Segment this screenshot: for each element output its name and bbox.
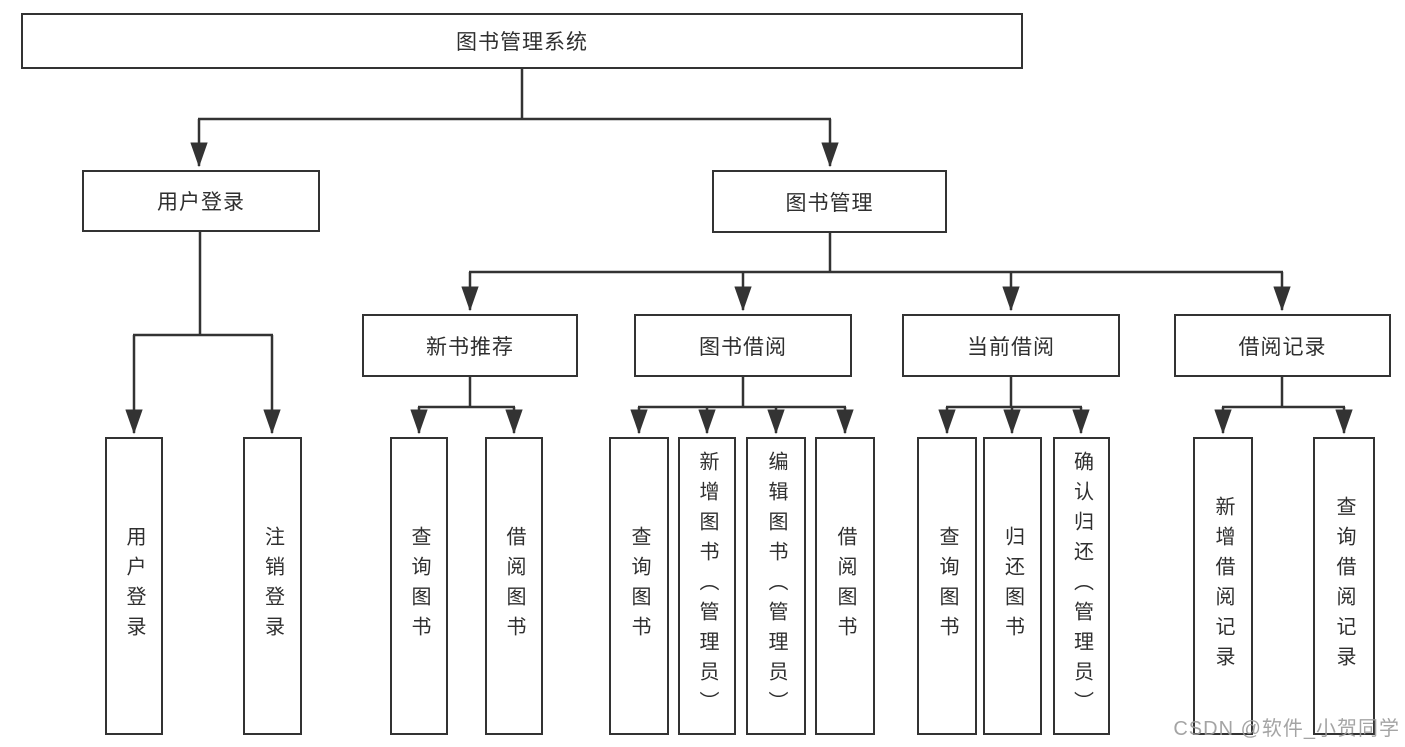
leaf-logout-login: 注销登录	[243, 437, 302, 735]
node-new-book-recommend: 新书推荐	[362, 314, 578, 377]
node-label: 用户登录	[157, 191, 245, 214]
node-label: 借阅图书	[834, 526, 856, 646]
leaf-query-borrow-record: 查询借阅记录	[1313, 437, 1375, 735]
leaf-query-books-recommend: 查询图书	[390, 437, 448, 735]
leaf-return-books: 归还图书	[983, 437, 1042, 735]
leaf-borrow-books-borrow: 借阅图书	[815, 437, 875, 735]
leaf-confirm-return-admin: 确认归还（管理员）	[1053, 437, 1110, 735]
node-root-system: 图书管理系统	[21, 13, 1023, 69]
leaf-edit-book-admin: 编辑图书（管理员）	[746, 437, 806, 735]
node-label: 注销登录	[261, 526, 284, 646]
leaf-query-books-borrow: 查询图书	[609, 437, 669, 735]
leaf-borrow-books-recommend: 借阅图书	[485, 437, 543, 735]
node-label: 借阅图书	[503, 526, 525, 646]
node-label: 图书管理	[785, 191, 874, 215]
node-label: 借阅记录	[1238, 335, 1327, 359]
node-label: 查询借阅记录	[1333, 496, 1355, 676]
node-label: 查询图书	[628, 526, 650, 646]
node-label: 查询图书	[408, 526, 430, 646]
node-current-borrow: 当前借阅	[902, 314, 1120, 377]
node-label: 确认归还（管理员）	[1070, 451, 1093, 721]
leaf-query-books-current: 查询图书	[917, 437, 977, 735]
node-label: 新增借阅记录	[1212, 496, 1234, 676]
node-user-login: 用户登录	[82, 170, 320, 232]
node-label: 新增图书（管理员）	[696, 451, 718, 721]
node-label: 图书管理系统	[456, 31, 588, 54]
node-label: 用户登录	[123, 526, 145, 646]
leaf-user-login: 用户登录	[105, 437, 163, 735]
node-borrow-records: 借阅记录	[1174, 314, 1391, 377]
node-label: 查询图书	[936, 526, 958, 646]
node-label: 归还图书	[1001, 526, 1024, 646]
leaf-add-book-admin: 新增图书（管理员）	[678, 437, 736, 735]
node-label: 编辑图书（管理员）	[765, 451, 787, 721]
node-book-management: 图书管理	[712, 170, 947, 233]
node-label: 当前借阅	[967, 335, 1055, 359]
leaf-add-borrow-record: 新增借阅记录	[1193, 437, 1253, 735]
node-book-borrow: 图书借阅	[634, 314, 852, 377]
node-label: 图书借阅	[699, 335, 787, 359]
node-label: 新书推荐	[426, 335, 514, 359]
